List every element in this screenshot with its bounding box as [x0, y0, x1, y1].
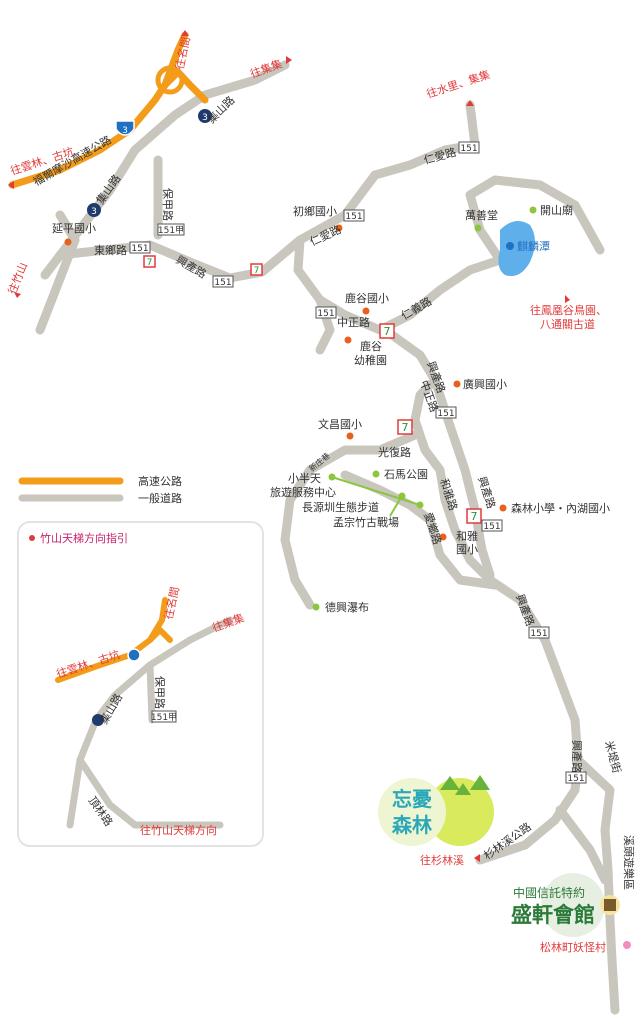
svg-text:盛軒會館: 盛軒會館: [511, 902, 595, 927]
svg-text:3: 3: [202, 113, 208, 123]
svg-text:初鄉國小: 初鄉國小: [293, 204, 337, 218]
svg-text:松林町妖怪村: 松林町妖怪村: [540, 940, 606, 954]
svg-text:竹山天梯方向指引: 竹山天梯方向指引: [40, 531, 128, 545]
svg-text:興產路: 興產路: [475, 475, 499, 511]
svg-text:保甲路: 保甲路: [161, 188, 175, 221]
svg-text:米堤街: 米堤街: [602, 739, 624, 774]
svg-text:往杉林溪: 往杉林溪: [420, 853, 464, 867]
svg-text:幼稚園: 幼稚園: [354, 354, 387, 367]
svg-text:興產路: 興產路: [513, 592, 537, 628]
shengxuan-badge: [541, 873, 631, 949]
svg-text:東鄉路: 東鄉路: [94, 244, 127, 257]
svg-text:保甲路: 保甲路: [153, 676, 167, 709]
svg-text:7: 7: [147, 258, 153, 268]
svg-text:鹿谷: 鹿谷: [360, 339, 382, 353]
svg-text:3: 3: [122, 126, 128, 136]
svg-text:仁愛路: 仁愛路: [422, 146, 457, 167]
svg-text:石馬公園: 石馬公園: [384, 468, 428, 481]
svg-text:小半天: 小半天: [288, 471, 321, 485]
hwy3-shield-icon: 3: [87, 203, 101, 217]
svg-text:151: 151: [530, 629, 547, 639]
svg-text:仁義路: 仁義路: [399, 294, 435, 323]
svg-text:廣興國小: 廣興國小: [463, 377, 507, 391]
route-151-plate: 151: [565, 771, 587, 784]
qilin-lake: [498, 221, 535, 277]
hwy3-shield-icon: 3: [115, 120, 135, 136]
svg-text:中國信託特約: 中國信託特約: [513, 885, 585, 900]
svg-text:麒麟潭: 麒麟潭: [517, 239, 550, 253]
svg-text:開山廟: 開山廟: [540, 203, 573, 217]
svg-text:中正路: 中正路: [337, 316, 370, 329]
route-151-plate: 151: [315, 306, 337, 319]
svg-text:集山路: 集山路: [93, 172, 123, 207]
svg-text:八通關古道: 八通關古道: [540, 317, 595, 331]
svg-text:德興瀑布: 德興瀑布: [325, 600, 369, 614]
svg-text:旅遊服務中心: 旅遊服務中心: [270, 485, 336, 499]
svg-text:151甲: 151甲: [158, 225, 184, 236]
svg-text:往名間: 往名間: [172, 35, 193, 70]
route-151-plate: 151: [212, 275, 234, 288]
inset-panel: 竹山天梯方向指引 151甲 往名間 往集集 往雲林、古坑 集山路 保甲路 頂林路…: [17, 521, 264, 847]
svg-text:往竹山: 往竹山: [5, 260, 30, 296]
route-151-plate: 151: [129, 241, 151, 254]
route-151-plate: 151: [435, 406, 457, 419]
svg-text:151: 151: [131, 244, 148, 254]
seven-eleven-icon: 7: [397, 419, 413, 435]
svg-text:鹿谷國小: 鹿谷國小: [345, 291, 389, 305]
svg-text:151: 151: [567, 774, 584, 784]
legend: 高速公路 一般道路: [18, 474, 182, 505]
svg-text:7: 7: [254, 266, 260, 276]
svg-text:長源圳生態步道: 長源圳生態步道: [302, 500, 379, 514]
svg-text:忘憂: 忘憂: [392, 787, 432, 811]
freeway-line: [8, 31, 209, 189]
svg-text:往竹山天梯方向: 往竹山天梯方向: [140, 823, 217, 837]
svg-text:森林小學・內湖國小: 森林小學・內湖國小: [511, 501, 610, 515]
svg-text:7: 7: [471, 510, 478, 523]
svg-text:往鳳凰谷鳥園、: 往鳳凰谷鳥園、: [530, 303, 607, 317]
svg-text:興產路: 興產路: [174, 252, 210, 281]
svg-text:和雅: 和雅: [456, 529, 478, 543]
svg-text:延平國小: 延平國小: [52, 222, 96, 235]
svg-text:151: 151: [437, 409, 454, 419]
svg-text:151: 151: [317, 309, 334, 319]
svg-text:151: 151: [460, 144, 477, 154]
seven-eleven-icon: 7: [466, 508, 482, 524]
svg-text:151: 151: [214, 278, 231, 288]
route-151-plate: 151: [458, 141, 480, 154]
seven-eleven-icon: 7: [250, 263, 263, 276]
svg-text:高速公路: 高速公路: [138, 474, 182, 488]
svg-text:往水里、集集: 往水里、集集: [425, 67, 492, 101]
poi-dots: [64, 206, 537, 611]
svg-text:光復路: 光復路: [378, 445, 411, 459]
route-151-plate: 151: [481, 519, 503, 532]
svg-text:溪頭遊樂區: 溪頭遊樂區: [622, 835, 636, 890]
seven-eleven-icon: 7: [379, 323, 395, 339]
svg-text:3: 3: [91, 207, 97, 217]
svg-text:一般道路: 一般道路: [138, 491, 182, 505]
svg-text:孟宗竹古戰場: 孟宗竹古戰場: [333, 515, 399, 529]
route-151-plate: 151: [528, 626, 550, 639]
hwy3-shield-icon: 3: [198, 109, 212, 123]
svg-text:國小: 國小: [456, 543, 478, 556]
svg-text:151甲: 151甲: [151, 712, 177, 723]
svg-text:151: 151: [345, 212, 362, 222]
svg-text:151: 151: [483, 522, 500, 532]
svg-text:萬善堂: 萬善堂: [465, 208, 498, 222]
wangyou-forest-badge: 忘憂 森林: [378, 775, 494, 846]
route-151-plate: 151: [343, 209, 365, 222]
seven-eleven-icon: 7: [143, 255, 156, 268]
svg-text:興產路: 興產路: [570, 740, 584, 773]
svg-text:森林: 森林: [392, 813, 432, 837]
svg-text:往名間: 往名間: [161, 585, 182, 620]
route-151jia-plate: 151甲: [157, 223, 185, 236]
svg-text:文昌國小: 文昌國小: [318, 417, 362, 431]
svg-text:7: 7: [384, 325, 391, 338]
svg-text:愛鄉路: 愛鄉路: [421, 511, 444, 546]
svg-text:7: 7: [402, 421, 409, 434]
